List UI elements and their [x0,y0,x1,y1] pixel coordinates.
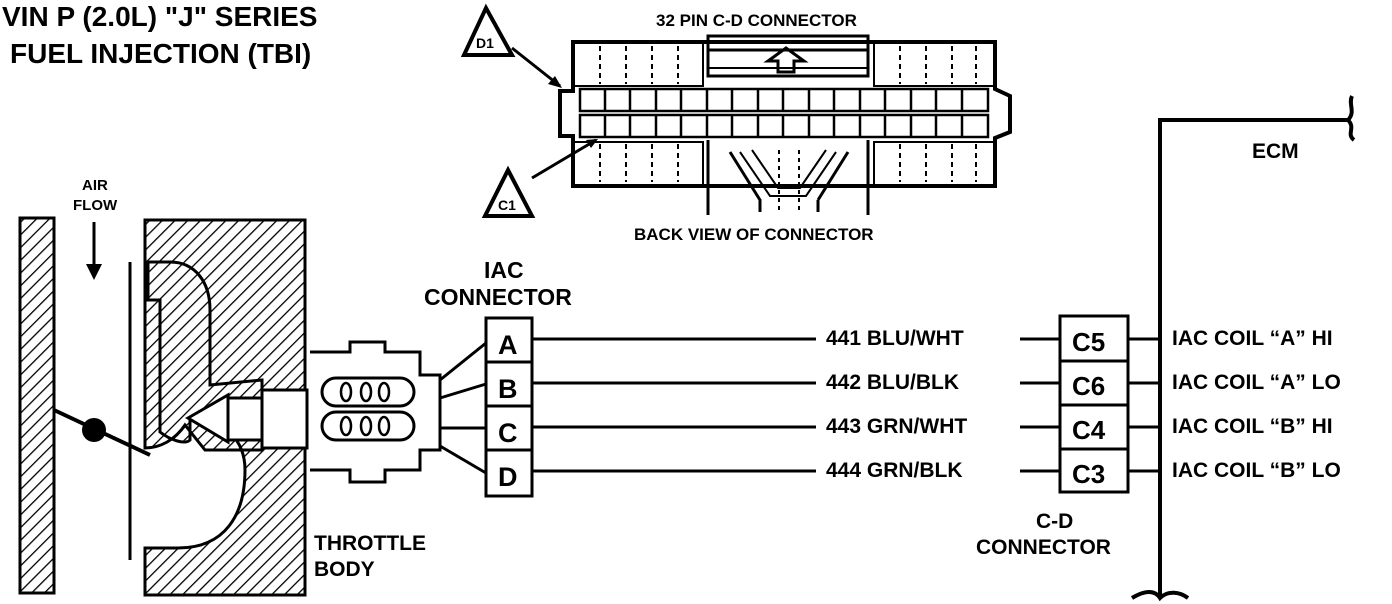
wire-441: 441 BLU/WHT [826,327,964,350]
function-b-lo: IAC COIL “B” LO [1172,459,1341,482]
ecm-label: ECM [1252,140,1299,163]
svg-text:D1: D1 [476,35,494,51]
marker-c1: C1 [481,138,598,218]
cd-label-2: CONNECTOR [976,536,1111,559]
cd-pin-c6: C6 [1072,371,1105,401]
function-b-hi: IAC COIL “B” HI [1172,415,1333,438]
title-line-2: FUEL INJECTION (TBI) [10,38,311,69]
iac-pin-c: C [498,418,518,448]
ecm-boundary: ECM [1130,95,1356,602]
airflow-arrow-icon [86,222,102,280]
throttle-shaft [82,418,106,442]
airflow-line-2: FLOW [73,197,118,214]
throttle-label-2: BODY [314,558,375,581]
ecm-functions: IAC COIL “A” HI IAC COIL “A” LO IAC COIL… [1172,327,1341,482]
iac-connector: IAC CONNECTOR A B C D [424,257,572,498]
cd-label-1: C-D [1036,510,1073,533]
iac-pin-a: A [498,330,518,360]
iac-pin-d: D [498,462,518,492]
cd32-caption: BACK VIEW OF CONNECTOR [634,225,874,244]
marker-d1: D1 [460,3,562,88]
wire-443: 443 GRN/WHT [826,415,967,438]
function-a-lo: IAC COIL “A” LO [1172,371,1341,394]
wire-442: 442 BLU/BLK [826,371,959,394]
throttle-label-1: THROTTLE [314,532,426,555]
cd-pin-c3: C3 [1072,459,1105,489]
iac-pin-b: B [498,374,518,404]
cd32-connector: 32 PIN C-D CONNECTOR [558,11,1012,244]
cd-pin-c4: C4 [1072,415,1106,445]
cd-pin-c5: C5 [1072,327,1105,357]
cd32-lever [706,34,870,78]
iac-label-2: CONNECTOR [424,284,572,310]
iac-motor [310,340,442,484]
diagram-title: VIN P (2.0L) "J" SERIES FUEL INJECTION (… [2,1,317,69]
title-line-1: VIN P (2.0L) "J" SERIES [2,1,317,32]
cd32-arrow-icon [763,46,809,74]
function-a-hi: IAC COIL “A” HI [1172,327,1333,350]
wire-444: 444 GRN/BLK [826,459,963,482]
circuit-wires [532,337,1160,473]
cd32-title: 32 PIN C-D CONNECTOR [656,11,857,30]
cd32-pin-rows [578,87,990,139]
airflow-line-1: AIR [82,177,108,194]
svg-text:C1: C1 [498,197,516,213]
wire-labels: 441 BLU/WHT 442 BLU/BLK 443 GRN/WHT 444 … [826,327,967,482]
throttle-body: AIR FLOW THROTTLE BODY [18,177,426,597]
cd-connector: C5 C6 C4 C3 C-D CONNECTOR [976,314,1130,559]
iac-label-1: IAC [484,257,524,283]
